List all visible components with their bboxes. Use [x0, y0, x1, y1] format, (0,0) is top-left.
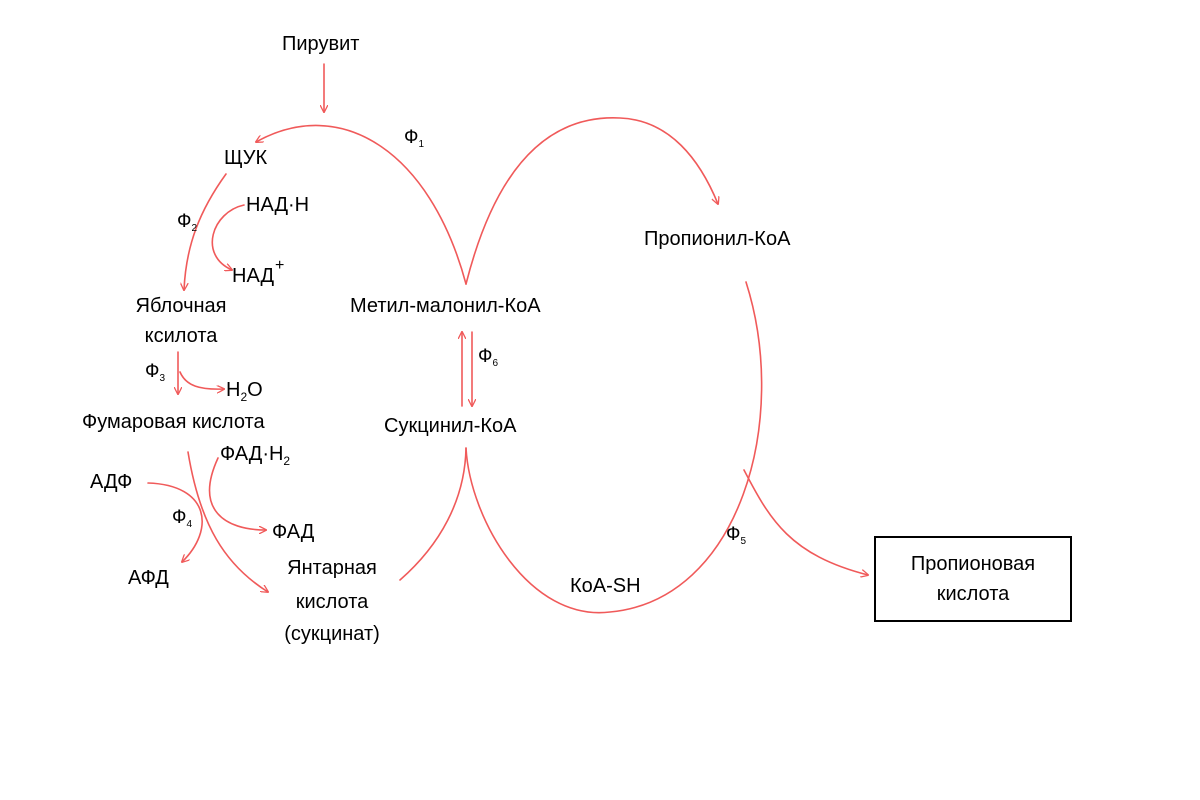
water-o: O [247, 379, 263, 401]
propionic-acid-line2: кислота [936, 583, 1010, 605]
arrow-water-release [179, 371, 224, 389]
enzyme-f1: Ф1 [404, 127, 424, 156]
enzyme-f5: Ф5 [726, 524, 746, 553]
label-fadh2: ФАД·Н2 [220, 442, 290, 473]
label-oxaloacetate: ЩУК [224, 147, 268, 169]
label-adp: АДФ [90, 471, 133, 493]
enzyme-f5-letter: Ф [726, 524, 741, 545]
fadh2-subscript: 2 [283, 454, 291, 468]
enzyme-f2-index: 2 [191, 223, 198, 234]
label-malic-acid-line1: Яблочная [135, 295, 227, 317]
label-propionyl-coa: Пропионил-КоА [644, 228, 791, 250]
enzyme-f3-index: 3 [159, 373, 166, 384]
label-pyruvate: Пирувит [282, 33, 360, 55]
arrow-methylmalonyl-to-propionyl [465, 117, 718, 285]
fadh2-text: ФАД·Н [220, 443, 284, 465]
enzyme-f2-letter: Ф [177, 211, 192, 232]
arrow-succinic-to-succinyl [399, 447, 467, 581]
label-coa-sh: КоА-SH [570, 575, 641, 597]
nad-text: НАД [232, 265, 274, 287]
label-afd: АФД [128, 567, 169, 589]
enzyme-f3-letter: Ф [145, 361, 160, 382]
arrow-oxaloacetate-to-malic [184, 173, 227, 290]
label-nad: НАД+ [232, 257, 284, 290]
arrow-methylmalonyl-to-oxaloacetate [256, 124, 467, 285]
enzyme-f4: Ф4 [172, 507, 192, 536]
arrow-fadh2-to-fad [208, 457, 266, 530]
propionic-acid-box: Пропионовая кислота [874, 536, 1072, 622]
enzyme-f1-index: 1 [418, 139, 425, 150]
label-fumaric-acid: Фумаровая кислота [82, 411, 265, 433]
enzyme-f3: Ф3 [145, 361, 165, 390]
propionic-acid-line1: Пропионовая [910, 553, 1036, 575]
arrow-to-propionic-acid [743, 469, 868, 575]
arrow-adp-to-afd [147, 482, 203, 562]
label-succinic-line1: Янтарная [287, 557, 377, 579]
enzyme-f6-index: 6 [492, 358, 499, 369]
nad-charge: + [275, 257, 285, 274]
water-h: H [226, 379, 241, 401]
arrow-nadh-to-nad [211, 204, 245, 270]
label-methylmalonyl-coa: Метил-малонил-КоА [350, 295, 541, 317]
enzyme-f6-letter: Ф [478, 346, 493, 367]
enzyme-f4-letter: Ф [172, 507, 187, 528]
label-succinic-line3: (сукцинат) [284, 623, 380, 645]
enzyme-f1-letter: Ф [404, 127, 419, 148]
label-water: H2O [226, 378, 263, 409]
enzyme-f5-index: 5 [740, 536, 747, 547]
label-nadh: НАД·Н [246, 194, 310, 216]
label-malic-acid-line2: ксилота [144, 325, 218, 347]
enzyme-f6: Ф6 [478, 346, 498, 375]
enzyme-f2: Ф2 [177, 211, 197, 240]
water-subscript: 2 [240, 390, 248, 404]
arrow-propionyl-loop [465, 281, 763, 614]
label-succinyl-coa: Сукцинил-КоА [384, 415, 517, 437]
label-fad: ФАД [272, 521, 315, 543]
enzyme-f4-index: 4 [186, 519, 193, 530]
label-succinic-line2: кислота [295, 591, 369, 613]
arrow-fumaric-to-succinic [187, 451, 268, 592]
